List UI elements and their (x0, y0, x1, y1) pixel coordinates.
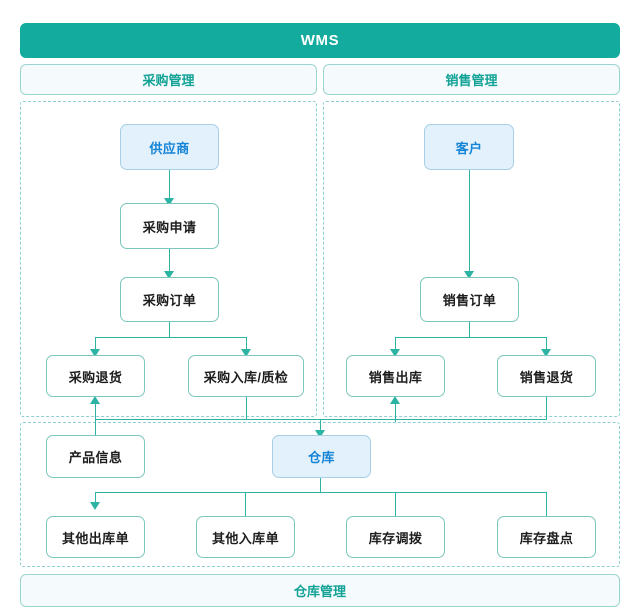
node-warehouse[interactable]: 仓库 (272, 435, 371, 478)
arrowhead-order-in (164, 271, 174, 279)
connector-to-sales-outbound (395, 337, 397, 351)
connector-sales-return-down (546, 397, 548, 420)
arrowhead-purchase-return-from-warehouse (90, 396, 100, 404)
connector-to-sales-return (546, 337, 548, 351)
connector-supplier-to-request (169, 170, 171, 203)
connector-stock-count-riser (546, 492, 548, 516)
section-header-warehouse[interactable]: 仓库管理 (20, 574, 620, 607)
connector-bus-to-warehouse (320, 419, 322, 435)
node-sales-return[interactable]: 销售退货 (497, 355, 596, 397)
connector-lower-bus-to-warehouse (320, 478, 322, 493)
connector-other-inbound-riser (245, 492, 247, 516)
node-other-outbound[interactable]: 其他出库单 (46, 516, 145, 558)
connector-purchase-return-riser (95, 404, 97, 422)
arrowhead-other-outbound-in (90, 502, 100, 510)
connector-purchase-inbound-down (246, 397, 248, 420)
node-purchase-inbound-qc[interactable]: 采购入库/质检 (188, 355, 304, 397)
group-purchase-management (20, 101, 317, 417)
connector-request-to-order (169, 249, 171, 277)
connector-order-to-return (95, 337, 97, 351)
node-sales-outbound[interactable]: 销售出库 (346, 355, 445, 397)
connector-bus-to-other-outbound (95, 492, 97, 504)
node-purchase-return[interactable]: 采购退货 (46, 355, 145, 397)
connector-sales-order-stem (469, 322, 471, 338)
connector-sales-order-bus (395, 337, 547, 339)
arrowhead-purchase-inbound-in (241, 349, 251, 357)
arrowhead-warehouse-in (315, 430, 325, 438)
arrowhead-sales-outbound-from-warehouse (390, 396, 400, 404)
connector-customer-to-sales-order (469, 170, 471, 277)
node-customer[interactable]: 客户 (424, 124, 514, 170)
node-purchase-request[interactable]: 采购申请 (120, 203, 219, 249)
section-header-sales[interactable]: 销售管理 (323, 64, 620, 95)
node-sales-order[interactable]: 销售订单 (420, 277, 519, 322)
connector-bus-to-sales-outbound (395, 404, 397, 422)
arrowhead-sales-order-in (464, 271, 474, 279)
wms-title-banner: WMS (20, 23, 620, 58)
node-other-inbound[interactable]: 其他入库单 (196, 516, 295, 558)
section-header-purchase[interactable]: 采购管理 (20, 64, 317, 95)
node-stock-count[interactable]: 库存盘点 (497, 516, 596, 558)
connector-order-bus (95, 337, 247, 339)
arrowhead-sales-return-in (541, 349, 551, 357)
connector-order-stem (169, 322, 171, 338)
node-purchase-order[interactable]: 采购订单 (120, 277, 219, 322)
node-product-info[interactable]: 产品信息 (46, 435, 145, 478)
connector-bus-to-purchase-return (95, 420, 97, 440)
group-sales-management (323, 101, 620, 417)
arrowhead-request-in (164, 198, 174, 206)
arrowhead-sales-outbound-in (390, 349, 400, 357)
node-stock-transfer[interactable]: 库存调拨 (346, 516, 445, 558)
connector-order-to-inbound (246, 337, 248, 351)
connector-stock-transfer-riser (395, 492, 397, 516)
node-supplier[interactable]: 供应商 (120, 124, 219, 170)
arrowhead-purchase-return-in (90, 349, 100, 357)
